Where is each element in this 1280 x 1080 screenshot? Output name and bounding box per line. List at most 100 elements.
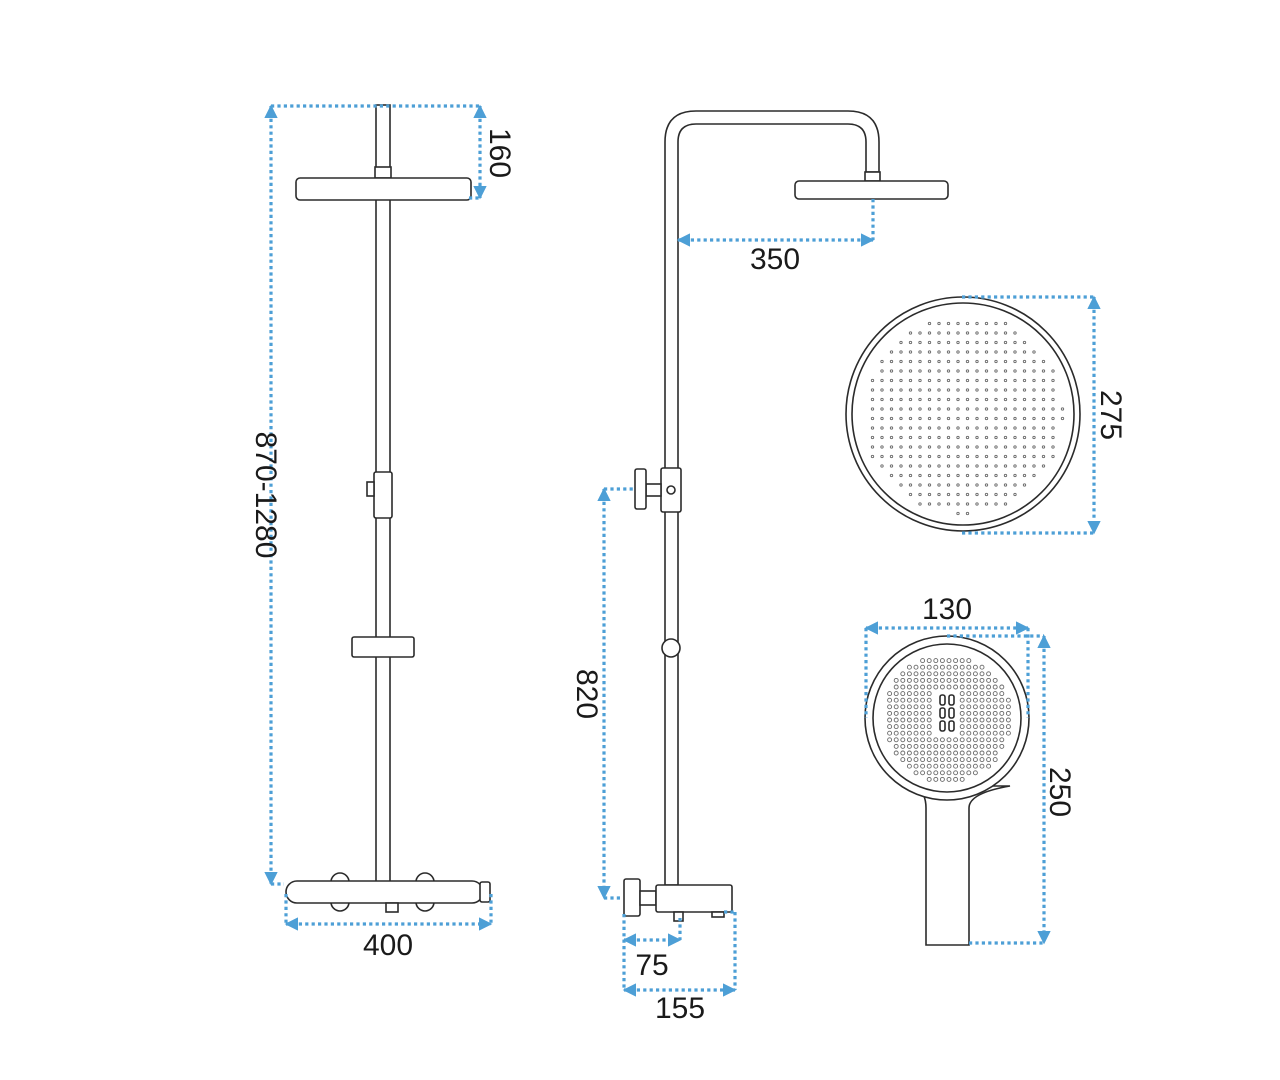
nozzle-hole xyxy=(992,757,998,763)
nozzle-hole xyxy=(959,737,965,743)
nozzle-hole xyxy=(984,492,989,497)
nozzle-hole xyxy=(937,321,941,326)
nozzle-hole xyxy=(887,704,893,710)
nozzle-hole xyxy=(959,697,965,703)
nozzle-hole xyxy=(927,454,932,459)
nozzle-hole xyxy=(939,677,945,683)
hand-shower-handle xyxy=(913,785,1011,946)
nozzle-hole xyxy=(880,445,884,449)
nozzle-hole xyxy=(946,407,951,411)
nozzle-hole xyxy=(939,776,945,782)
nozzle-hole xyxy=(959,763,965,769)
nozzle-hole xyxy=(926,750,932,756)
nozzle-hole xyxy=(920,743,926,749)
nozzle-hole xyxy=(918,416,922,421)
nozzle-hole xyxy=(1003,492,1008,497)
nozzle-hole xyxy=(972,671,978,677)
nozzle-hole xyxy=(956,454,960,459)
nozzle-hole xyxy=(1013,397,1017,402)
nozzle-hole xyxy=(956,416,960,421)
nozzle-hole xyxy=(959,684,965,690)
nozzle-hole xyxy=(918,426,922,430)
nozzle-hole xyxy=(906,757,912,763)
side-rain-head xyxy=(794,180,949,200)
nozzle-hole xyxy=(1013,464,1017,468)
nozzle-hole xyxy=(946,321,951,326)
nozzle-hole xyxy=(946,677,952,683)
nozzle-hole xyxy=(918,502,922,506)
nozzle-hole xyxy=(946,763,952,769)
nozzle-hole xyxy=(906,684,912,690)
nozzle-hole xyxy=(986,697,992,703)
nozzle-hole xyxy=(965,388,970,392)
nozzle-hole xyxy=(1013,369,1017,373)
nozzle-hole xyxy=(972,737,978,743)
nozzle-hole xyxy=(1032,388,1036,392)
label-rain-head-diameter: 275 xyxy=(1094,390,1127,440)
nozzle-hole xyxy=(933,684,939,690)
nozzle-hole xyxy=(889,388,894,392)
nozzle-hole xyxy=(1003,350,1008,354)
label-hand-shower-length: 250 xyxy=(1043,767,1076,817)
nozzle-hole xyxy=(913,730,919,736)
nozzle-hole xyxy=(933,776,939,782)
nozzle-hole xyxy=(965,359,970,364)
nozzle-hole xyxy=(965,397,970,402)
nozzle-hole xyxy=(946,435,951,440)
nozzle-hole xyxy=(918,340,922,345)
nozzle-hole xyxy=(927,426,932,430)
nozzle-hole xyxy=(1051,388,1055,392)
nozzle-hole xyxy=(906,710,912,716)
nozzle-hole xyxy=(966,750,972,756)
nozzle-hole xyxy=(913,770,919,776)
label-arm-reach: 350 xyxy=(750,243,800,276)
nozzle-hole xyxy=(920,677,926,683)
nozzle-hole xyxy=(1051,378,1055,383)
nozzle-hole xyxy=(959,664,965,670)
nozzle-hole xyxy=(880,426,884,430)
nozzle-hole xyxy=(956,464,960,468)
nozzle-hole xyxy=(908,435,913,440)
nozzle-hole xyxy=(946,743,952,749)
nozzle-hole xyxy=(908,454,913,459)
nozzle-hole xyxy=(994,350,998,354)
nozzle-hole xyxy=(1003,331,1008,335)
nozzle-hole xyxy=(994,502,998,506)
nozzle-hole xyxy=(979,691,985,697)
nozzle-hole xyxy=(992,717,998,723)
nozzle-hole xyxy=(1041,388,1046,392)
nozzle-hole xyxy=(920,750,926,756)
nozzle-hole xyxy=(918,369,922,373)
nozzle-hole xyxy=(975,445,979,449)
nozzle-hole xyxy=(984,369,989,373)
nozzle-hole xyxy=(906,671,912,677)
nozzle-hole xyxy=(972,730,978,736)
nozzle-hole xyxy=(1051,416,1055,421)
nozzle-hole xyxy=(1005,724,1011,730)
nozzle-hole xyxy=(975,454,979,459)
nozzle-hole xyxy=(994,388,998,392)
nozzle-hole xyxy=(946,426,951,430)
nozzle-hole xyxy=(920,664,926,670)
nozzle-hole xyxy=(966,730,972,736)
nozzle-hole xyxy=(965,340,970,345)
nozzle-hole xyxy=(926,704,932,710)
nozzle-hole xyxy=(972,704,978,710)
nozzle-hole xyxy=(927,492,932,497)
label-total-height: 870-1280 xyxy=(249,432,282,559)
nozzle-hole xyxy=(992,684,998,690)
nozzle-hole xyxy=(979,664,985,670)
nozzle-hole xyxy=(956,359,960,364)
nozzle-hole xyxy=(899,359,903,364)
nozzle-hole xyxy=(972,724,978,730)
nozzle-hole xyxy=(986,730,992,736)
nozzle-hole xyxy=(959,724,965,730)
nozzle-hole xyxy=(953,743,959,749)
nozzle-hole xyxy=(913,763,919,769)
nozzle-hole xyxy=(1041,369,1046,373)
nozzle-hole xyxy=(1022,454,1027,459)
nozzle-hole xyxy=(908,397,913,402)
nozzle-hole xyxy=(959,691,965,697)
nozzle-hole xyxy=(920,684,926,690)
nozzle-hole xyxy=(918,473,922,478)
